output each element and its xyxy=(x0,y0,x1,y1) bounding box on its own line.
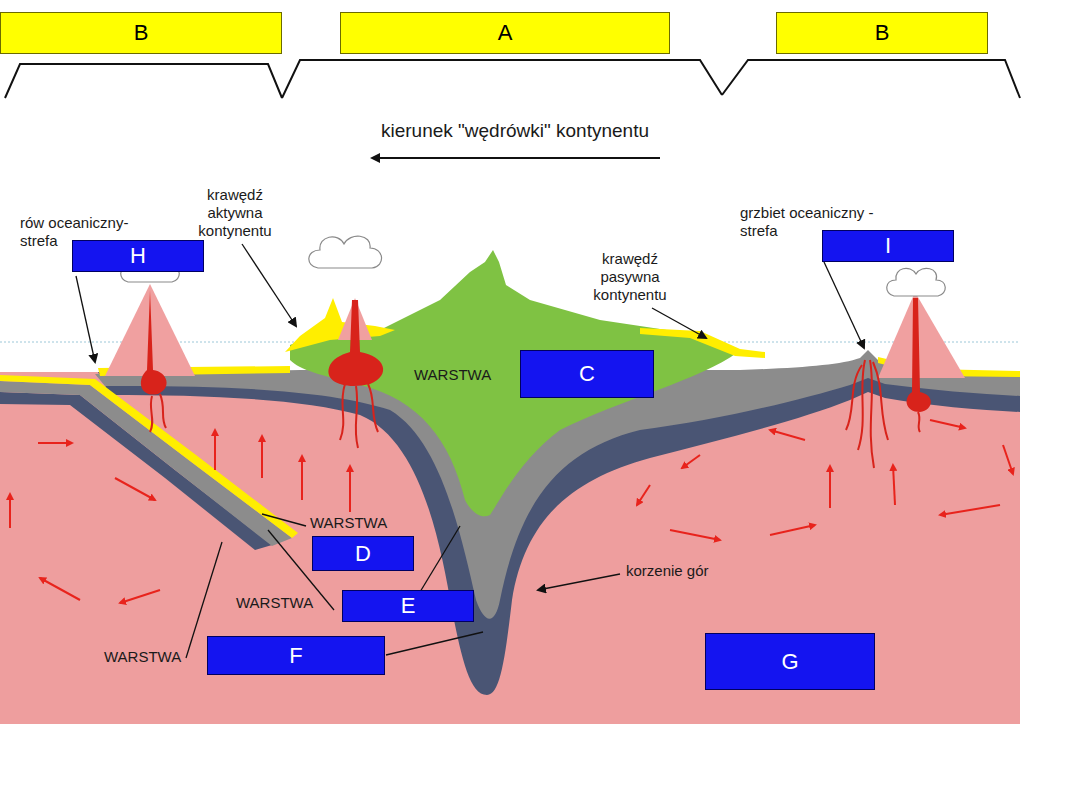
letter-box: G xyxy=(705,633,875,690)
box-letter: B xyxy=(875,22,890,44)
layer-label: WARSTWA xyxy=(414,366,491,384)
letter-box: E xyxy=(342,590,474,622)
direction-label: kierunek "wędrówki" kontynentu xyxy=(335,120,695,142)
layer-label: WARSTWA xyxy=(236,594,313,612)
region-box: B xyxy=(776,12,988,54)
layer-label: WARSTWA xyxy=(310,514,387,532)
region-box: B xyxy=(0,12,282,54)
callout-label: korzenie gór xyxy=(626,562,709,580)
box-letter: D xyxy=(355,543,371,565)
box-letter: F xyxy=(289,645,302,667)
box-letter: H xyxy=(130,245,146,267)
box-letter: I xyxy=(885,235,891,257)
callout-label: rów oceaniczny- strefa xyxy=(20,214,138,250)
letter-box: D xyxy=(312,536,414,571)
letter-box: F xyxy=(207,636,385,675)
callout-label: krawędź aktywna kontynentu xyxy=(185,186,285,240)
letter-box: C xyxy=(520,350,654,398)
box-letter: G xyxy=(781,651,798,673)
callout-label: grzbiet oceaniczny - strefa xyxy=(740,204,890,240)
letter-box: I xyxy=(822,230,954,262)
letter-box: H xyxy=(72,240,204,272)
region-box: A xyxy=(340,12,670,54)
callout-label: krawędź pasywna kontynentu xyxy=(575,250,685,304)
box-letter: C xyxy=(579,363,595,385)
layer-label: WARSTWA xyxy=(104,648,181,666)
box-letter: E xyxy=(401,595,416,617)
box-letter: A xyxy=(498,22,513,44)
box-letter: B xyxy=(134,22,149,44)
